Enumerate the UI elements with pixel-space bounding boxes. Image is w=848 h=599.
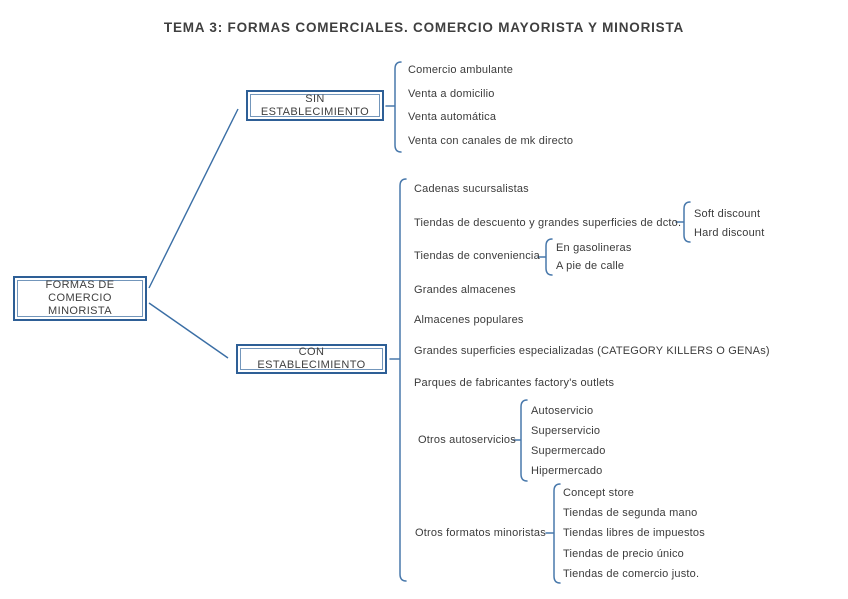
list-item-formatos-3: Tiendas de precio único bbox=[563, 548, 684, 560]
node-sin-establecimiento: SIN ESTABLECIMIENTO bbox=[246, 90, 384, 121]
list-item-sin-0: Comercio ambulante bbox=[408, 64, 514, 76]
list-item-con-7: Otros autoservicios bbox=[418, 434, 516, 446]
list-item-formatos-1: Tiendas de segunda mano bbox=[563, 507, 698, 519]
bracket-sin-establecimiento bbox=[385, 61, 402, 153]
list-item-con-5: Grandes superficies especializadas (CATE… bbox=[414, 345, 770, 357]
node-con-establecimiento: CON ESTABLECIMIENTO bbox=[236, 344, 387, 374]
list-item-autoservicios-3: Hipermercado bbox=[531, 465, 603, 477]
list-item-autoservicios-0: Autoservicio bbox=[531, 405, 594, 417]
node-formas-de-comercio-minorista: FORMAS DE COMERCIO MINORISTA bbox=[13, 276, 147, 321]
bracket-conveniencia bbox=[537, 238, 553, 276]
list-item-conveniencia-0: En gasolineras bbox=[556, 242, 632, 254]
list-item-formatos-0: Concept store bbox=[563, 487, 635, 499]
list-item-autoservicios-1: Superservicio bbox=[531, 425, 601, 437]
list-item-sin-3: Venta con canales de mk directo bbox=[408, 135, 574, 147]
list-item-con-8: Otros formatos minoristas bbox=[415, 527, 546, 539]
list-item-formatos-2: Tiendas libres de impuestos bbox=[563, 527, 705, 539]
node-formas-label: FORMAS DE COMERCIO MINORISTA bbox=[17, 279, 143, 317]
list-item-sin-1: Venta a domicilio bbox=[408, 88, 495, 100]
list-item-autoservicios-2: Supermercado bbox=[531, 445, 606, 457]
list-item-discount-0: Soft discount bbox=[694, 208, 761, 220]
list-item-con-3: Grandes almacenes bbox=[414, 284, 516, 296]
bracket-con-establecimiento bbox=[389, 178, 407, 582]
list-item-con-1: Tiendas de descuento y grandes superfici… bbox=[414, 217, 682, 229]
diagram-title: TEMA 3: FORMAS COMERCIALES. COMERCIO MAY… bbox=[163, 20, 685, 35]
list-item-con-2: Tiendas de conveniencia bbox=[414, 250, 540, 262]
bracket-discount bbox=[675, 201, 691, 243]
arrow-to-sin-establecimiento bbox=[148, 108, 239, 289]
arrow-to-con-establecimiento bbox=[148, 302, 229, 359]
list-item-sin-2: Venta automática bbox=[408, 111, 497, 123]
list-item-discount-1: Hard discount bbox=[694, 227, 765, 239]
list-item-con-0: Cadenas sucursalistas bbox=[414, 183, 529, 195]
list-item-con-4: Almacenes populares bbox=[414, 314, 524, 326]
bracket-otros-formatos bbox=[545, 483, 561, 584]
list-item-con-6: Parques de fabricantes factory's outlets bbox=[414, 377, 615, 389]
list-item-conveniencia-1: A pie de calle bbox=[556, 260, 625, 272]
node-con-label: CON ESTABLECIMIENTO bbox=[240, 346, 383, 371]
bracket-otros-autoservicios bbox=[512, 399, 528, 482]
node-sin-label: SIN ESTABLECIMIENTO bbox=[250, 93, 380, 118]
list-item-formatos-4: Tiendas de comercio justo. bbox=[563, 568, 700, 580]
